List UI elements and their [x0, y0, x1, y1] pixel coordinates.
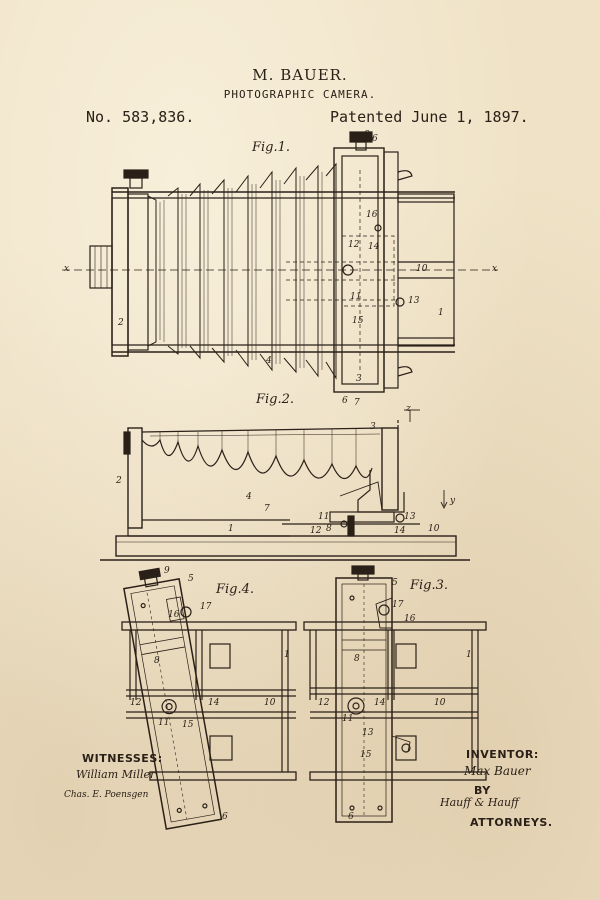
- fig1-ref-label: 4: [266, 356, 272, 366]
- inventor-heading: INVENTOR:: [466, 748, 539, 761]
- fig3-drawing: [303, 565, 487, 823]
- fig3-ref-label: 2: [356, 566, 362, 576]
- fig1-ref-label: x: [492, 264, 498, 274]
- fig3-ref-label: 5: [392, 578, 398, 588]
- fig2-ref-label: 12: [310, 526, 322, 536]
- fig1-ref-label: 16: [366, 210, 378, 220]
- fig2-ref-label: 13: [404, 512, 416, 522]
- fig1-ref-label: 7: [354, 398, 360, 408]
- fig4-ref-label: 5: [188, 574, 194, 584]
- fig3-ref-label: 12: [318, 698, 330, 708]
- fig1-ref-label: 9: [364, 130, 370, 140]
- fig4-ref-label: 17: [200, 602, 212, 612]
- fig2-title: Fig.2.: [256, 392, 295, 407]
- witness-signature-1: William Miller: [76, 768, 156, 781]
- fig4-ref-label: 14: [208, 698, 220, 708]
- fig3-ref-label: 13: [362, 728, 374, 738]
- fig2-drawing: [100, 409, 470, 561]
- witnesses-heading: WITNESSES:: [82, 752, 163, 765]
- fig1-ref-label: 13: [408, 296, 420, 306]
- patent-date: Patented June 1, 1897.: [330, 108, 529, 126]
- fig4-ref-label: 11: [158, 718, 170, 728]
- fig1-ref-label: 6: [372, 134, 378, 144]
- fig2-ref-label: 10: [428, 524, 440, 534]
- fig3-title: Fig.3.: [410, 578, 449, 593]
- witness-signature-2: Chas. E. Poensgen: [64, 790, 149, 800]
- fig4-ref-label: 10: [264, 698, 276, 708]
- fig1-ref-label: 1: [438, 308, 444, 318]
- fig3-ref-label: 16: [404, 614, 416, 624]
- fig4-drawing: [121, 567, 297, 830]
- fig4-ref-label: 8: [154, 656, 160, 666]
- fig1-drawing: [62, 131, 498, 393]
- fig2-ref-label: 1: [228, 524, 234, 534]
- inventor-name: M. BAUER.: [252, 66, 348, 84]
- fig2-ref-label: 3: [370, 422, 376, 432]
- fig2-ref-label: 4: [246, 492, 252, 502]
- fig3-ref-label: 14: [374, 698, 386, 708]
- attorneys-label: ATTORNEYS.: [470, 816, 553, 829]
- fig2-ref-label: 2: [116, 476, 122, 486]
- fig2-ref-label: 14: [394, 526, 406, 536]
- fig2-ref-label: 7: [264, 504, 270, 514]
- fig1-ref-label: 10: [416, 264, 428, 274]
- fig1-ref-label: 15: [352, 316, 364, 326]
- fig4-title: Fig.4.: [216, 582, 255, 597]
- by-label: BY: [474, 784, 491, 797]
- patent-title: PHOTOGRAPHIC CAMERA.: [223, 88, 377, 101]
- fig3-ref-label: 11: [342, 714, 354, 724]
- fig2-ref-label: 11: [318, 512, 330, 522]
- fig1-ref-label: x: [64, 264, 70, 274]
- fig4-ref-label: 6: [222, 812, 228, 822]
- fig3-ref-label: 6: [348, 812, 354, 822]
- fig1-ref-label: 2: [118, 318, 124, 328]
- attorneys-signature: Hauff & Hauff: [440, 796, 519, 809]
- fig2-ref-label: z: [406, 404, 411, 414]
- fig3-ref-label: 15: [360, 750, 372, 760]
- fig1-ref-label: 14: [368, 242, 380, 252]
- inventor-signature: Max Bauer: [464, 764, 531, 778]
- fig4-ref-label: 16: [168, 610, 180, 620]
- fig1-ref-label: 12: [348, 240, 360, 250]
- fig4-ref-label: 15: [182, 720, 194, 730]
- fig1-ref-label: 11: [350, 292, 362, 302]
- fig3-ref-label: 8: [354, 654, 360, 664]
- fig1-title: Fig.1.: [252, 140, 291, 155]
- fig3-ref-label: 1: [466, 650, 472, 660]
- fig3-ref-label: 10: [434, 698, 446, 708]
- fig3-ref-label: 17: [392, 600, 404, 610]
- fig4-ref-label: 9: [164, 566, 170, 576]
- patent-number: No. 583,836.: [86, 108, 195, 126]
- fig1-ref-label: 6: [342, 396, 348, 406]
- fig4-ref-label: 1: [284, 650, 290, 660]
- fig1-ref-label: 3: [356, 374, 362, 384]
- fig2-ref-label: 8: [326, 524, 332, 534]
- fig4-ref-label: 12: [130, 698, 142, 708]
- fig2-ref-label: y: [450, 496, 456, 506]
